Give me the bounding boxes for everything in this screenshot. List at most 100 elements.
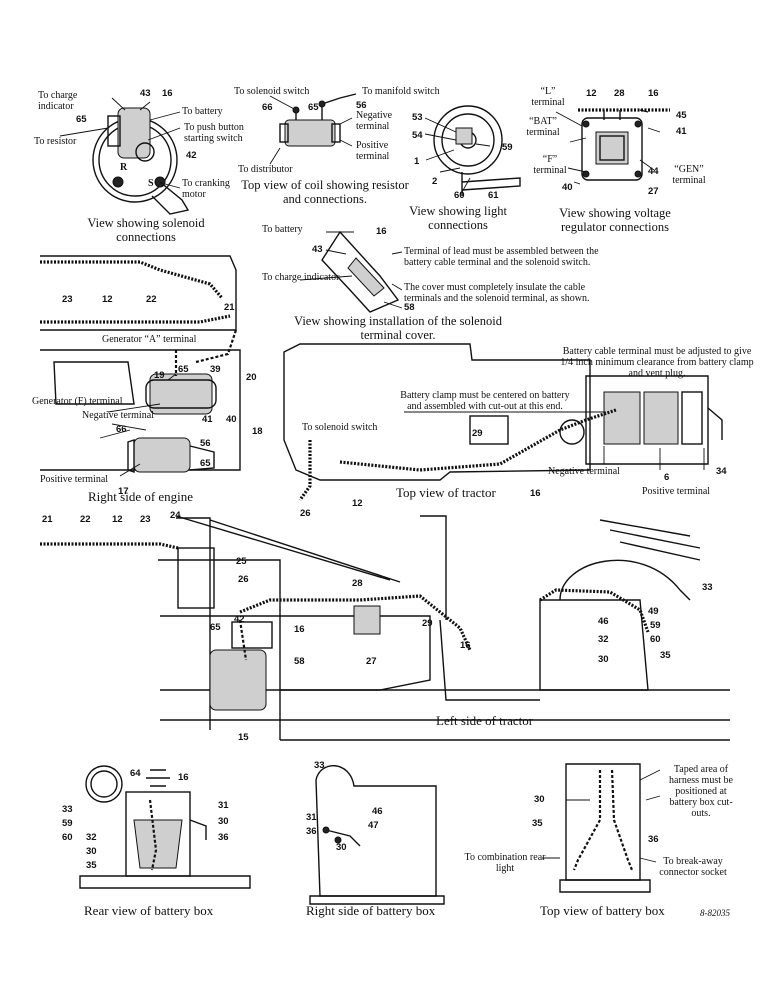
ref-number: 12: [352, 498, 363, 509]
caption-rear-box: Rear view of battery box: [84, 903, 214, 918]
label-top-to-solenoid-switch: To solenoid switch: [302, 422, 378, 433]
ref-number: 1: [414, 156, 420, 167]
ref-number: 60: [62, 832, 73, 843]
ref-number: 64: [130, 768, 141, 779]
ref-number: 61: [488, 190, 499, 201]
ref-number: 30: [336, 842, 347, 853]
ref-number: 31: [218, 800, 229, 811]
ref-number: 47: [368, 820, 379, 831]
caption-left-side: Left side of tractor: [436, 713, 534, 728]
figure-id: 8-82035: [700, 908, 730, 918]
ref-number: 46: [372, 806, 383, 817]
label-to-breakaway-socket: To break-away connector socket: [659, 856, 727, 878]
ref-number: 56: [356, 100, 367, 111]
label-cover-to-battery: To battery: [262, 224, 303, 235]
ref-number: 60: [454, 190, 465, 201]
ref-number: 30: [534, 794, 545, 805]
ref-number: 27: [648, 186, 659, 197]
ref-number: 33: [314, 760, 325, 771]
ref-number: 22: [146, 294, 157, 305]
engine-drawing: [40, 255, 241, 477]
ref-number: 42: [186, 150, 197, 161]
label-top-positive-terminal: Positive terminal: [642, 486, 711, 497]
label-generator-a-terminal: Generator “A” terminal: [102, 334, 197, 345]
solenoid-drawing: [59, 97, 190, 215]
ref-number: 34: [716, 466, 727, 477]
label-top-negative-terminal: Negative terminal: [548, 466, 620, 477]
caption-solenoid: View showing solenoid connections: [87, 216, 205, 244]
ref-number: 16: [648, 88, 659, 99]
ref-number: 66: [262, 102, 273, 113]
ref-number: 59: [62, 818, 73, 829]
ref-number: 12: [112, 514, 123, 525]
ref-number: 16: [530, 488, 541, 499]
ref-number: 16: [460, 640, 471, 651]
ref-number: 19: [154, 370, 165, 381]
ref-number: 30: [86, 846, 97, 857]
ref-number: 41: [202, 414, 213, 425]
note-battery-clamp: Battery clamp must be centered on batter…: [400, 390, 570, 412]
caption-top-tractor: Top view of tractor: [396, 485, 496, 500]
regulator-drawing: [555, 108, 670, 185]
cover-drawing: [299, 230, 403, 313]
ref-number: 43: [140, 88, 151, 99]
ref-number: 53: [412, 112, 423, 123]
ref-number: 21: [224, 302, 235, 313]
label-gen-terminal: “GEN” terminal: [672, 164, 706, 186]
label-cover-to-charge-indicator: To charge indicator: [262, 272, 340, 283]
ref-number: 65: [76, 114, 87, 125]
ref-number: 16: [376, 226, 387, 237]
label-engine-negative-terminal: Negative terminal: [82, 410, 154, 421]
ref-number: 26: [300, 508, 311, 519]
ref-number: 58: [294, 656, 305, 667]
label-to-charge-indicator: To charge indicator: [38, 90, 78, 112]
ref-number: 35: [86, 860, 97, 871]
ref-number: 65: [200, 458, 211, 469]
label-to-resistor: To resistor: [34, 136, 77, 147]
ref-number: 21: [42, 514, 53, 525]
ref-number: 56: [200, 438, 211, 449]
ref-number: 24: [170, 510, 181, 521]
top-tractor-drawing: [283, 343, 723, 501]
label-f-terminal: “F” terminal: [533, 154, 567, 176]
ref-number: 31: [306, 812, 317, 823]
ref-number: 26: [238, 574, 249, 585]
label-negative-terminal: Negative terminal: [356, 110, 393, 132]
note-cover-insulate: The cover must completely insulate the c…: [404, 282, 590, 304]
ref-number: 12: [102, 294, 113, 305]
ref-number: 16: [294, 624, 305, 635]
ref-number: 41: [676, 126, 687, 137]
caption-coil: Top view of coil showing resistor and co…: [241, 178, 409, 206]
ref-number: 29: [422, 618, 433, 629]
caption-top-box: Top view of battery box: [540, 903, 665, 918]
ref-number: 12: [586, 88, 597, 99]
caption-right-box: Right side of battery box: [306, 903, 436, 918]
ref-number: 29: [472, 428, 483, 439]
ref-number: 36: [306, 826, 317, 837]
ref-number: 16: [178, 772, 189, 783]
ref-number: 59: [502, 142, 513, 153]
right-box-drawing: [309, 765, 445, 905]
ref-number: 44: [648, 166, 659, 177]
ref-number: 23: [140, 514, 151, 525]
ref-number: 42: [234, 614, 245, 625]
caption-engine: Right side of engine: [88, 489, 194, 504]
label-generator-f-terminal: Generator (F) terminal: [32, 396, 123, 407]
ref-number: 40: [226, 414, 237, 425]
ref-number: 23: [62, 294, 73, 305]
ref-number: 65: [178, 364, 189, 375]
ref-number: 40: [562, 182, 573, 193]
label-s-terminal: S: [148, 178, 154, 189]
label-to-solenoid-switch: To solenoid switch: [234, 86, 310, 97]
ref-number: 28: [614, 88, 625, 99]
ref-number: 54: [412, 130, 423, 141]
ref-number: 32: [86, 832, 97, 843]
ref-number: 30: [218, 816, 229, 827]
note-battery-cable: Battery cable terminal must be adjusted …: [560, 346, 754, 379]
ref-number: 33: [62, 804, 73, 815]
ref-number: 36: [218, 832, 229, 843]
label-r-terminal: R: [120, 162, 128, 173]
coil-drawing: [269, 93, 357, 165]
